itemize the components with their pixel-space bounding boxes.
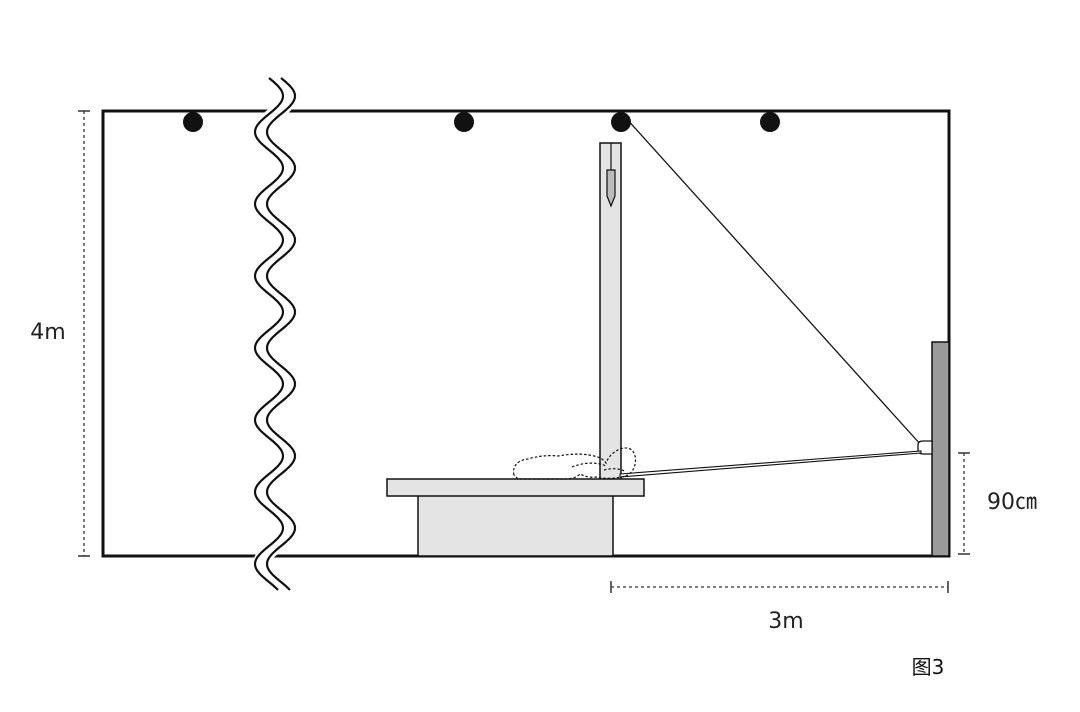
ceiling-light-4	[760, 112, 780, 132]
wavy-break-line-right	[265, 77, 297, 591]
wavy-break-halo	[252, 71, 298, 596]
table-top	[386, 478, 645, 497]
horizontal-wire	[619, 450, 922, 478]
dim-label-panel-height: 90㎝	[987, 490, 1037, 515]
wall-panel	[931, 341, 950, 557]
ceiling-light-1	[183, 112, 203, 132]
dim-label-room-height: 4m	[30, 320, 65, 345]
diagonal-wire	[624, 116, 922, 446]
table-base	[417, 494, 614, 557]
ceiling-light-3	[611, 112, 631, 132]
lying-figure-arm	[571, 462, 627, 473]
dim-label-floor-width: 3m	[768, 609, 803, 634]
ceiling-light-2	[454, 112, 474, 132]
lying-figure-outline	[513, 447, 637, 480]
plumb-bob	[606, 169, 616, 208]
figure-caption: 图3	[912, 655, 945, 679]
wavy-break-line-left	[253, 77, 285, 591]
